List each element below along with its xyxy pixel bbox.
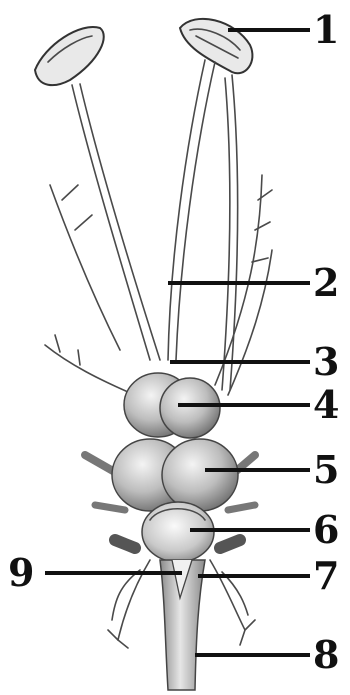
- nerve-branches-left: [45, 185, 135, 395]
- olfactory-bulb-right: [180, 19, 252, 73]
- olfactory-tracts: [72, 60, 238, 390]
- label-1: 1: [313, 7, 339, 52]
- label-7: 7: [313, 553, 339, 598]
- olfactory-bulb-left: [35, 27, 104, 85]
- label-3: 3: [313, 339, 339, 384]
- label-4: 4: [313, 382, 339, 427]
- label-5: 5: [313, 447, 339, 492]
- label-9: 9: [8, 550, 34, 595]
- label-8: 8: [313, 632, 339, 677]
- label-2: 2: [313, 260, 339, 305]
- spinal-cord: [160, 560, 205, 690]
- midbrain-lobes: [112, 439, 238, 511]
- label-6: 6: [313, 507, 339, 552]
